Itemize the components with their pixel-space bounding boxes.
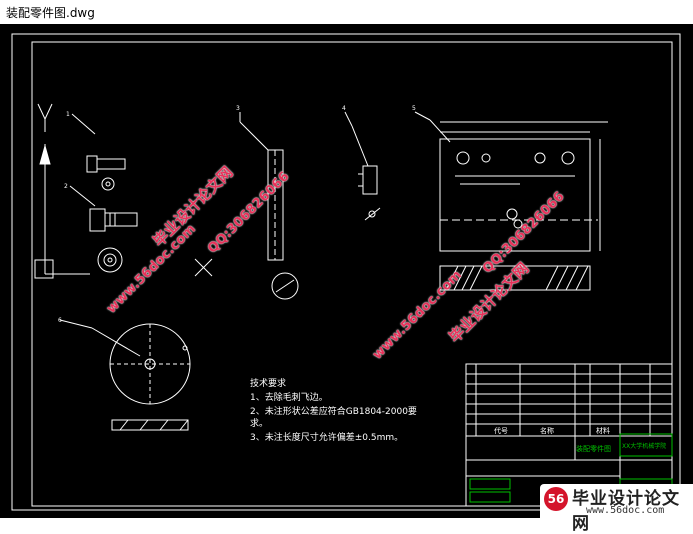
tech-req-item-1: 1、去除毛刺飞边。 xyxy=(250,391,328,403)
title-block-text: 代号 名称 材料 装配零件图 XX大学机械学院 xyxy=(494,426,666,453)
svg-text:2: 2 xyxy=(64,183,68,190)
svg-text:3: 3 xyxy=(236,105,240,112)
col-code: 代号 xyxy=(494,426,508,435)
logo-sub-text: www.56doc.com xyxy=(586,505,665,516)
tech-req-item-4: 3、未注长度尺寸允许偏差±0.5mm。 xyxy=(250,431,403,443)
col-material: 材料 xyxy=(596,426,610,435)
svg-text:4: 4 xyxy=(342,105,346,112)
part-disk-6 xyxy=(59,319,191,431)
ucs-icon xyxy=(34,103,90,279)
tech-req-item-3: 求。 xyxy=(250,417,268,429)
tech-req-item-2: 2、未注形状公差应符合GB1804-2000要 xyxy=(250,405,417,417)
svg-text:1: 1 xyxy=(66,111,70,118)
part-plate-5 xyxy=(414,111,608,291)
part-block-4 xyxy=(344,111,381,221)
tech-req-heading: 技术要求 xyxy=(250,377,286,389)
part-bolt-2 xyxy=(69,185,213,277)
cad-drawing-canvas[interactable]: 1 2 3 4 5 6 技术要求 1、去除毛刺飞边。 2、未注形状公差应符合GB… xyxy=(0,24,693,518)
window-title: 装配零件图.dwg xyxy=(6,6,95,20)
inner-frame xyxy=(31,41,673,507)
svg-text:6: 6 xyxy=(58,317,62,324)
drawing-svg: 1 2 3 4 5 6 技术要求 1、去除毛刺飞边。 2、未注形状公差应符合GB… xyxy=(11,33,681,511)
svg-text:5: 5 xyxy=(412,105,416,112)
part-balloons: 1 2 3 4 5 6 xyxy=(58,105,416,324)
logo-mark-icon: 56 xyxy=(544,487,568,511)
site-logo: 56 毕业设计论文网 www.56doc.com xyxy=(540,484,693,534)
school-name: XX大学机械学院 xyxy=(622,442,666,450)
window-titlebar: 装配零件图.dwg xyxy=(0,0,693,24)
outer-frame xyxy=(11,33,681,511)
tech-requirements: 技术要求 1、去除毛刺飞边。 2、未注形状公差应符合GB1804-2000要 求… xyxy=(250,377,417,443)
col-name: 名称 xyxy=(540,426,554,435)
drawing-name: 装配零件图 xyxy=(576,444,611,453)
part-screw-1 xyxy=(71,113,126,191)
part-pin-3 xyxy=(239,112,299,300)
